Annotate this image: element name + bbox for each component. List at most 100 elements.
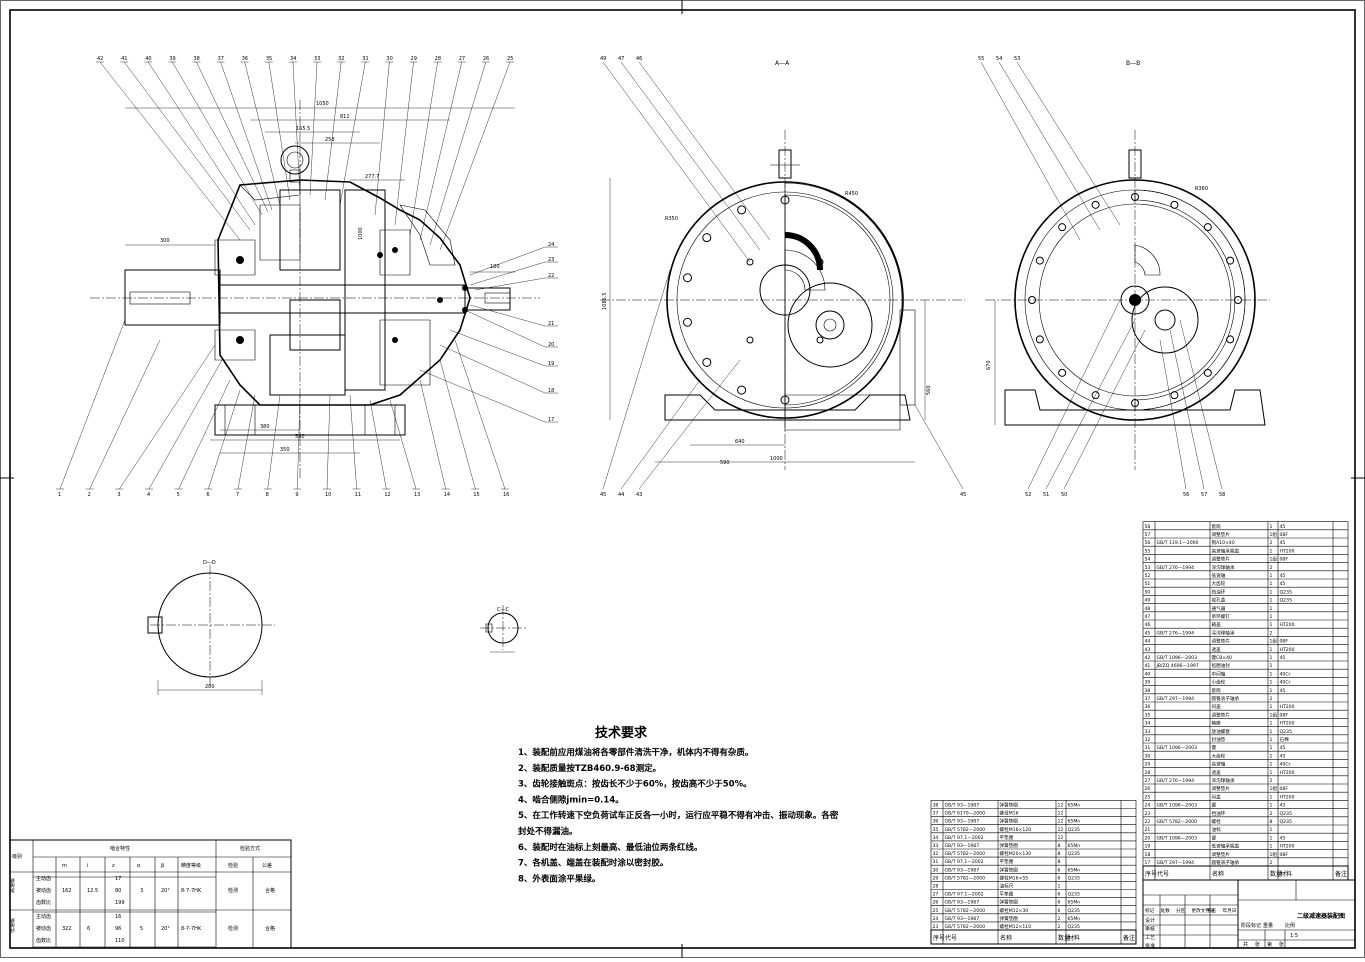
bolt-hole bbox=[683, 317, 693, 327]
balloon-9: 9 bbox=[295, 492, 298, 498]
parts-cell: 1 bbox=[1270, 844, 1273, 850]
parts-cell: 闷盖 bbox=[1212, 703, 1222, 710]
parts-header: 材料 bbox=[1068, 934, 1080, 942]
parts-cell: 2 bbox=[1058, 916, 1061, 922]
parts-cell: 32 bbox=[1145, 737, 1151, 743]
parts-cell: 47 bbox=[1145, 614, 1151, 620]
parts-cell: 低速轴 bbox=[1212, 572, 1226, 579]
parts-cell: 1 bbox=[1270, 614, 1273, 620]
requirement-item: 1、装配前应用煤油将各零部件清洗干净，机体内不得有杂质。 bbox=[518, 747, 753, 758]
parts-cell: 45 bbox=[1280, 753, 1286, 759]
dim-811: 811 bbox=[340, 114, 350, 120]
parts-cell: 23 bbox=[933, 924, 939, 930]
parts-cell: HT200 bbox=[1280, 647, 1295, 653]
mesh-row-check: 检测 bbox=[228, 925, 238, 932]
parts-cell: 高速轴承端盖 bbox=[1212, 547, 1240, 554]
requirement-item: 5、在工作转速下空负荷试车正反各一小时，运行应平稳不得有冲击、振动现象。各密 bbox=[518, 810, 839, 821]
parts-cell: 1 bbox=[1058, 884, 1061, 890]
parts-cell: 37 bbox=[1145, 696, 1151, 702]
balloon-19: 19 bbox=[548, 361, 554, 367]
parts-cell: 45 bbox=[1280, 835, 1286, 841]
aa-dim-590: 590 bbox=[720, 460, 730, 466]
balloon-54: 54 bbox=[996, 56, 1002, 62]
parts-cell: 30 bbox=[1145, 753, 1151, 759]
title-block-role: 审核 bbox=[1145, 926, 1155, 933]
mesh-row-a: 162 bbox=[62, 888, 72, 894]
mesh-col-label: m bbox=[62, 863, 67, 869]
parts-cell: GB/T 93—1987 bbox=[945, 819, 980, 825]
balloon-55: 55 bbox=[978, 56, 984, 62]
balloon-33: 33 bbox=[314, 56, 320, 62]
section-bb-title: B—B bbox=[1126, 60, 1140, 67]
balloon-7: 7 bbox=[236, 492, 239, 498]
title-block-rows: 标记处数分区更改文件号签名年月日 bbox=[1145, 907, 1236, 914]
parts-cell: 8 bbox=[1058, 859, 1061, 865]
title-block-row-label: 处数 bbox=[1161, 907, 1171, 914]
parts-cell: 螺栓M20×130 bbox=[1000, 850, 1032, 857]
inner-border bbox=[9, 9, 1356, 949]
balloon-aa-45: 45 bbox=[600, 492, 606, 498]
parts-cell: 12 bbox=[1058, 835, 1064, 841]
parts-cell: 1组 bbox=[1270, 638, 1278, 645]
parts-cell: 23 bbox=[1145, 811, 1151, 817]
parts-cell: 27 bbox=[933, 892, 939, 898]
parts-cell: 低速轴承端盖 bbox=[1212, 843, 1240, 850]
parts-cell: 调整垫片 bbox=[1212, 638, 1231, 645]
parts-cell: 12 bbox=[1058, 811, 1064, 817]
balloon-10: 10 bbox=[325, 492, 331, 498]
mesh-col-label: β bbox=[161, 863, 164, 869]
section-c-c-view: C—C bbox=[480, 605, 526, 653]
bolt-hole bbox=[1226, 256, 1235, 265]
parts-cell: 视孔盖 bbox=[1212, 597, 1226, 604]
parts-cell: 40 bbox=[1145, 671, 1151, 677]
requirement-item: 4、啮合侧隙jmin=0.14。 bbox=[518, 794, 624, 805]
bb-dim-r360: R360 bbox=[1195, 186, 1208, 192]
parts-cell: GB/T 93—1987 bbox=[945, 867, 980, 873]
title-block-role: 设计 bbox=[1145, 917, 1155, 924]
parts-cell: 1组 bbox=[1270, 556, 1278, 563]
bolt-hole bbox=[1131, 193, 1139, 201]
parts-cell: 08F bbox=[1280, 712, 1289, 718]
mesh-col-label: i bbox=[87, 863, 88, 869]
parts-cell: 1 bbox=[1270, 589, 1273, 595]
mesh-row-check: 检测 bbox=[228, 887, 238, 894]
parts-header: 备注 bbox=[1335, 870, 1347, 878]
parts-cell: 1 bbox=[1270, 598, 1273, 604]
bolt-hole bbox=[683, 273, 693, 283]
parts-cell: GB/T 119.1—2000 bbox=[1157, 540, 1199, 546]
balloon-28: 28 bbox=[435, 56, 441, 62]
parts-cell: 圆锥滚子轴承 bbox=[1212, 695, 1240, 702]
parts-cell: 1 bbox=[1270, 803, 1273, 809]
parts-cell: GB/T 5782—2000 bbox=[1157, 819, 1198, 825]
mesh-group-low: 低速级 bbox=[9, 918, 16, 933]
parts-cell: HT200 bbox=[1280, 844, 1295, 850]
parts-cell: 25 bbox=[933, 908, 939, 914]
mesh-row-name: 齿数比 bbox=[36, 937, 51, 944]
parts-cell: 56 bbox=[1145, 540, 1151, 546]
requirement-item: 7、各机盖、端盖在装配时涂以密封胶。 bbox=[518, 858, 668, 869]
bolt-hole bbox=[1035, 256, 1044, 265]
parts-cell: GB/T 93—1987 bbox=[945, 843, 980, 849]
bolt-hole bbox=[737, 385, 747, 395]
parts-cell: 透盖 bbox=[1212, 646, 1222, 653]
parts-cell: 调整垫片 bbox=[1212, 785, 1231, 792]
parts-cell: 45 bbox=[1280, 688, 1286, 694]
parts-cell: 6 bbox=[1058, 892, 1061, 898]
title-block-row-label: 签名 bbox=[1207, 907, 1216, 914]
parts-cell: JB/ZQ 4606—1997 bbox=[1156, 663, 1199, 669]
parts-cell: GB/T 97.1—2002 bbox=[945, 892, 984, 898]
dim-1050: 1050 bbox=[316, 101, 329, 107]
bolt-hole bbox=[1170, 391, 1179, 400]
parts-cell: 38 bbox=[933, 803, 939, 809]
title-block-role: 批准 bbox=[1145, 943, 1155, 950]
parts-cell: 35 bbox=[933, 827, 939, 833]
parts-cell: Q235 bbox=[1068, 924, 1080, 930]
dim-590: 590 bbox=[295, 434, 305, 440]
parts-cell: GB/T 1096—2003 bbox=[1157, 745, 1198, 751]
bolt-hole bbox=[780, 195, 790, 205]
parts-cell: 1组 bbox=[1270, 851, 1278, 858]
